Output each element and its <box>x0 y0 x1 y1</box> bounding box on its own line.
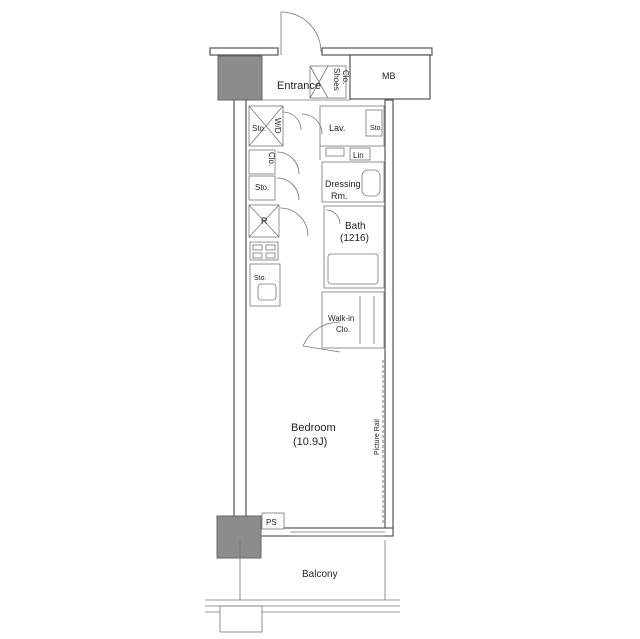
entry-door <box>280 11 322 55</box>
label-sto-mid: Sto. <box>255 183 269 192</box>
label-dressing-rm: Rm. <box>331 191 348 201</box>
balcony-zone <box>205 540 400 633</box>
label-lin: Lin <box>353 151 364 160</box>
label-picture-rail: Picture Rail <box>374 419 381 455</box>
label-sto-wd: Sto. <box>252 124 266 133</box>
label-sto-lav: Sto. <box>370 125 383 132</box>
label-lav: Lav. <box>329 123 345 133</box>
label-r: R <box>261 216 268 226</box>
ps-box <box>261 512 285 530</box>
room-labels: Entrance Shoes Clo. MB Sto. W/D Lav. Sto… <box>252 68 396 580</box>
label-clo: Clo. <box>267 152 276 166</box>
label-walkin: Walk-in <box>328 314 354 323</box>
label-bedroom-size: (10.9J) <box>293 436 327 448</box>
walkin-closet <box>302 291 385 353</box>
label-balcony: Balcony <box>302 569 338 580</box>
bedroom-window <box>290 531 385 537</box>
label-mb: MB <box>382 71 396 81</box>
label-shoes-clo: Clo. <box>341 70 350 84</box>
column-top <box>217 55 263 101</box>
dressing-zone <box>321 161 385 203</box>
label-entrance: Entrance <box>277 80 321 92</box>
label-bath-size: (1216) <box>340 233 369 244</box>
label-bath: Bath <box>345 221 366 232</box>
wd-block <box>248 105 302 201</box>
label-ps: PS <box>266 518 277 527</box>
shoes-closet <box>309 65 347 99</box>
kitchen-zone <box>248 204 309 307</box>
label-bedroom: Bedroom <box>291 422 336 434</box>
column-bottom <box>216 515 262 559</box>
label-walkin-clo: Clo. <box>336 325 350 334</box>
label-dressing: Dressing <box>325 179 361 189</box>
label-shoes: Shoes <box>332 68 341 91</box>
label-sto-kitchen: Sto. <box>254 275 267 282</box>
lav-zone <box>301 105 385 161</box>
bath-zone <box>323 205 385 289</box>
label-wd: W/D <box>273 118 282 134</box>
